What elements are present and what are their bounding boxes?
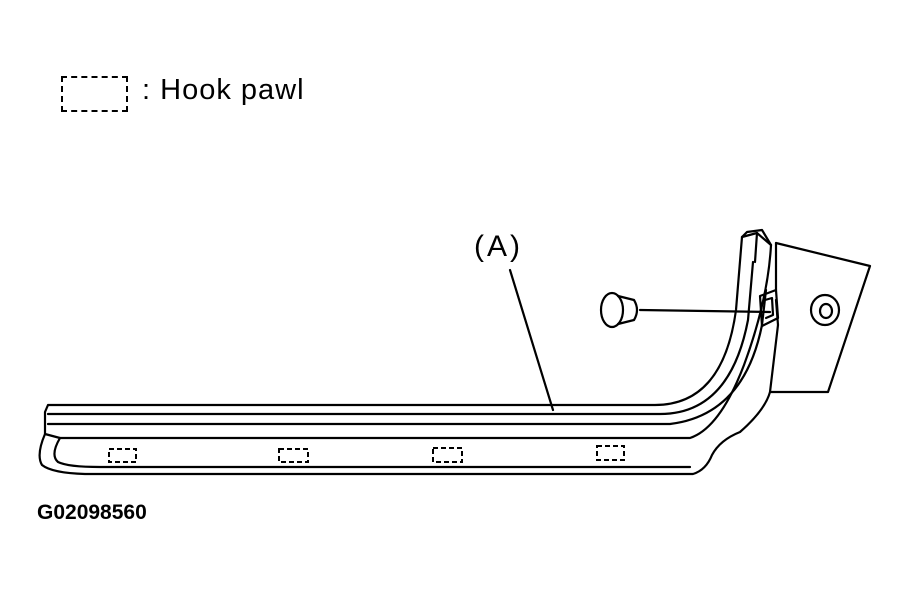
trim-top-line — [46, 260, 755, 416]
trim-tip-inner — [753, 231, 759, 264]
hook-pawl-marker — [432, 447, 463, 463]
grommet-inner — [818, 302, 834, 320]
sill-trim-outline — [43, 231, 773, 440]
trim-lower-inner — [53, 436, 692, 469]
trim-lower-flange — [38, 298, 780, 476]
clip-slot — [758, 288, 780, 328]
legend-label: : Hook pawl — [142, 74, 305, 107]
hook-pawl-marker — [278, 448, 309, 463]
body-panel — [768, 241, 872, 394]
part-a-label: (A) — [474, 230, 523, 263]
hook-pawl-legend-symbol — [61, 76, 128, 112]
grommet-outer — [809, 293, 841, 327]
trim-middle-line — [46, 288, 768, 426]
hook-pawl-marker — [108, 448, 137, 463]
hook-pawl-marker — [596, 445, 625, 461]
trim-tip — [740, 228, 773, 247]
clip-slot-inner — [763, 296, 775, 320]
leader-line-a — [508, 268, 555, 412]
push-clip-body — [616, 294, 639, 326]
legend-separator: : — [142, 74, 152, 106]
push-clip-head — [599, 291, 625, 329]
legend-hook-pawl-text: Hook pawl — [160, 74, 305, 106]
figure-id: G02098560 — [37, 501, 147, 524]
clip-guide-line — [638, 308, 772, 314]
